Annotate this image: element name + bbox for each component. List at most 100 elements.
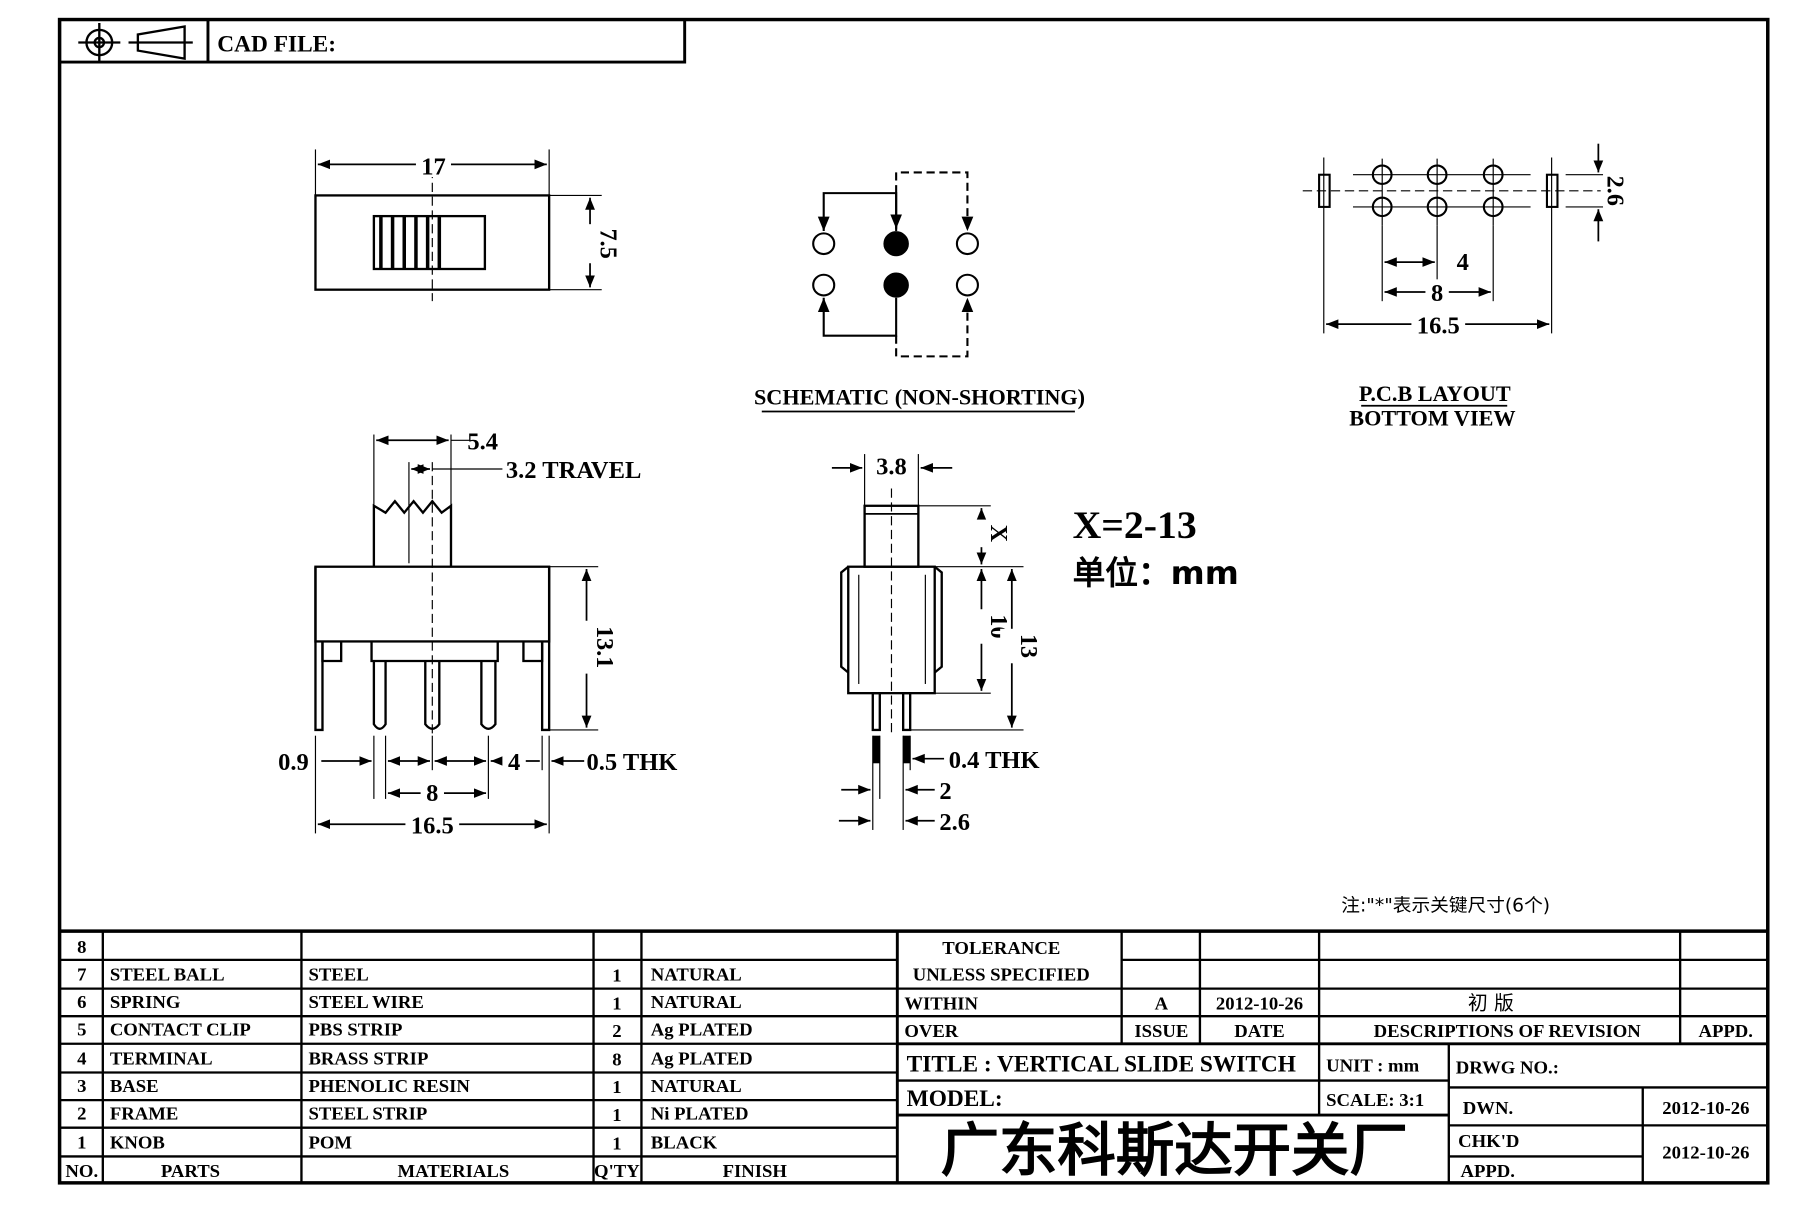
appd-signoff-label: APPD. [1460,1161,1514,1182]
front-height-dim: 13.1 [591,626,618,668]
dwn-label: DWN. [1463,1098,1513,1119]
bom-row-material: STEEL [308,965,368,986]
descriptions-label: DESCRIPTIONS OF REVISION [1374,1021,1642,1042]
pcb-span-dim: 8 [1431,280,1443,307]
key-dimension-note: 注:"*"表示关键尺寸(6个) [1341,896,1550,917]
bom-table-grid [59,929,1768,1183]
side-width-dim: 3.8 [876,454,907,481]
unless-specified-label: UNLESS SPECIFIED [913,965,1090,986]
scale-label: SCALE: 3:1 [1326,1090,1424,1111]
bom-row-no: 1 [77,1133,86,1154]
bom-row-part: CONTACT CLIP [110,1020,251,1041]
model-label: MODEL: [907,1086,1003,1112]
pcb-caption-line2: BOTTOM VIEW [1349,405,1515,430]
bom-header-qty: Q'TY [594,1161,640,1182]
dwn-date: 2012-10-26 [1662,1098,1749,1119]
bom-row-qty: 2 [612,1021,621,1042]
front-total-dim: 16.5 [411,813,454,840]
side-pin-fill [872,735,911,764]
drawing-number-label: DRWG NO.: [1456,1058,1559,1079]
side-total-height-dim: 13 [1015,634,1042,658]
bom-row-material: STEEL WIRE [308,992,423,1013]
company-name: 广东科斯达开关厂 [941,1117,1408,1184]
pcb-pitch-dim: 4 [1457,249,1469,276]
bom-header-parts: PARTS [161,1161,220,1182]
bom-row-part: FRAME [110,1104,178,1125]
bom-row-no: 4 [77,1049,86,1070]
chkd-date: 2012-10-26 [1662,1143,1749,1164]
bom-header-finish: FINISH [723,1161,788,1182]
bom-row-part: KNOB [110,1133,165,1154]
projection-symbol-icon [78,22,193,63]
title-block: TOLERANCE UNLESS SPECIFIED WITHIN OVER A… [904,938,1753,1184]
bom-row-qty: 1 [612,1105,621,1126]
pcb-total-dim: 16.5 [1417,313,1460,340]
bom-row-material: PBS STRIP [308,1020,402,1041]
chkd-label: CHK'D [1458,1131,1519,1152]
bom-row-no: 6 [77,992,86,1013]
bom-table: 8 7 STEEL BALL STEEL 1 NATURAL 6 SPRING … [65,937,787,1182]
top-height-dim: 7.5 [595,229,622,259]
bom-row-finish: NATURAL [651,965,742,986]
side-pitch-dim: 2 [939,778,951,805]
side-thickness-dim: 0.4 THK [949,747,1040,774]
bom-row-finish: Ag PLATED [651,1020,753,1041]
bom-header-materials: MATERIALS [397,1161,509,1182]
bom-row-material: POM [308,1133,352,1154]
bom-row-material: PHENOLIC RESIN [308,1076,470,1097]
schematic-diagram [761,171,1075,413]
bom-row-no: 5 [77,1020,86,1041]
bom-row-material: BRASS STRIP [308,1049,428,1070]
date-label: DATE [1234,1021,1285,1042]
unit-label: UNIT : mm [1326,1055,1420,1076]
bom-empty-row-no: 8 [77,937,86,958]
x-range-note: X=2-13 [1073,503,1197,547]
sheet-border [57,17,1770,1185]
tolerance-label: TOLERANCE [942,938,1060,959]
bom-row-finish: Ni PLATED [651,1104,749,1125]
drawing-title: TITLE : VERTICAL SLIDE SWITCH [907,1052,1296,1078]
schematic-caption: SCHEMATIC (NON-SHORTING) [754,385,1085,410]
bom-row-no: 7 [77,965,86,986]
bom-row-qty: 1 [612,1077,621,1098]
bom-row-no: 3 [77,1076,86,1097]
bom-row-finish: Ag PLATED [651,1049,753,1070]
side-knob-height-dim: X [985,525,1012,543]
bom-row-part: STEEL BALL [110,965,225,986]
bom-row-qty: 1 [612,993,621,1014]
front-view [314,434,599,834]
bom-row-part: TERMINAL [110,1049,213,1070]
bom-row-qty: 1 [612,966,621,987]
issue-label: ISSUE [1134,1021,1188,1042]
pcb-layout [1302,143,1604,407]
revision-date: 2012-10-26 [1216,993,1303,1014]
bom-row-material: STEEL STRIP [308,1104,427,1125]
front-travel-dim: 3.2 TRAVEL [506,457,641,484]
cad-file-header: CAD FILE: [58,18,687,64]
pcb-caption-line1: P.C.B LAYOUT [1359,381,1511,406]
appd-label: APPD. [1698,1021,1752,1042]
revision-issue: A [1155,993,1169,1014]
within-label: WITHIN [904,993,978,1014]
front-span-dim: 8 [426,780,438,807]
front-pin-width-dim: 0.9 [278,749,309,776]
front-knob-width-dim: 5.4 [467,429,498,456]
over-label: OVER [904,1021,959,1042]
pcb-pitch-y-dim: 2.6 [1602,176,1629,206]
bom-row-part: BASE [110,1076,159,1097]
unit-note: 单位：mm [1073,554,1239,592]
front-thickness-dim: 0.5 THK [587,749,678,776]
bom-row-part: SPRING [110,992,181,1013]
top-width-dim: 17 [421,154,446,181]
bom-row-finish: BLACK [651,1133,718,1154]
bom-row-qty: 8 [612,1050,621,1071]
title-block-grid [897,931,1768,1183]
front-pin-pitch-dim: 4 [508,749,520,776]
bom-row-finish: NATURAL [651,1076,742,1097]
bom-row-finish: NATURAL [651,992,742,1013]
cad-file-label: CAD FILE: [217,32,336,58]
revision-description: 初 版 [1468,991,1514,1014]
bom-header-no: NO. [65,1161,98,1182]
bom-row-qty: 1 [612,1134,621,1155]
